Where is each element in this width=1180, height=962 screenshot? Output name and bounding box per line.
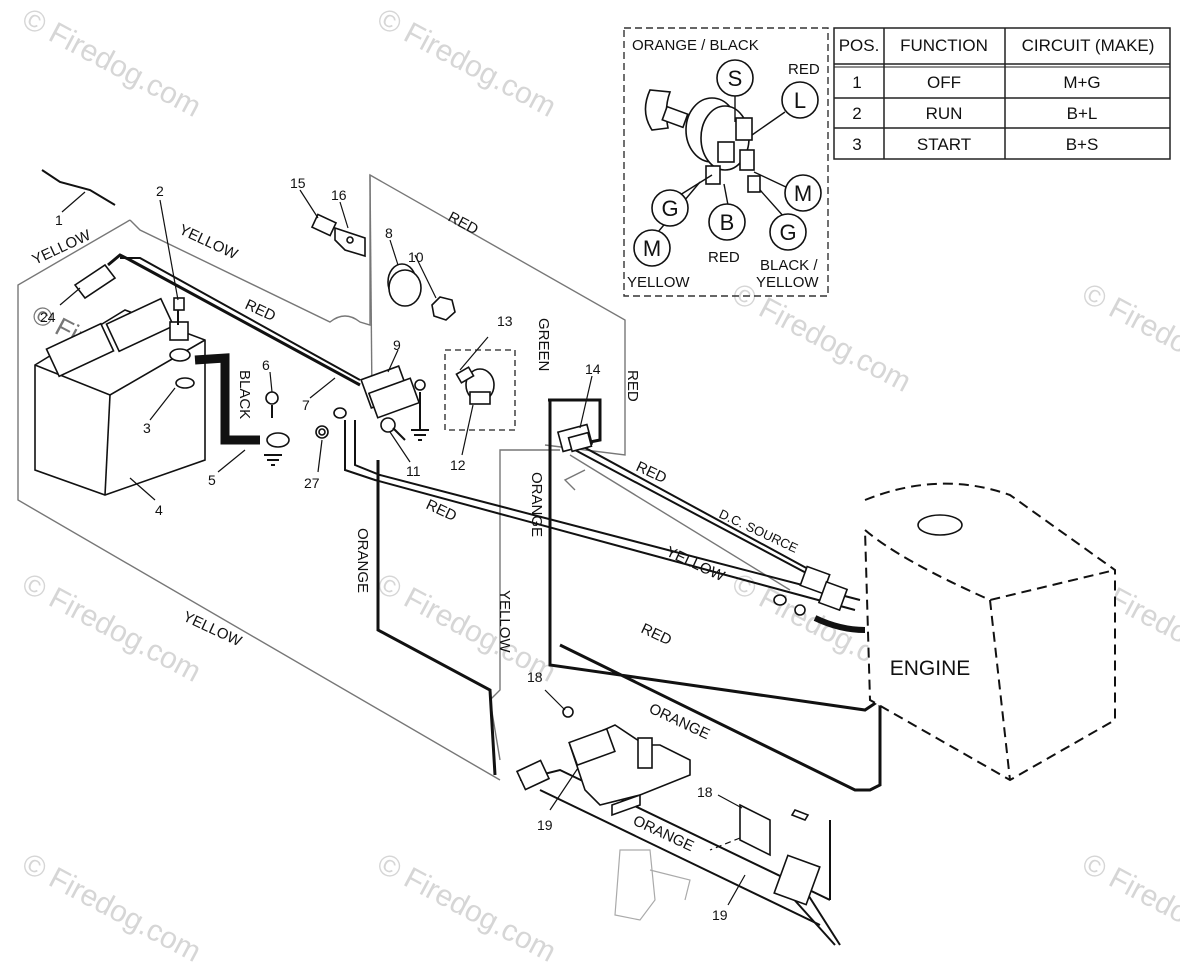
table-cell: B+S	[1066, 135, 1099, 154]
terminal-s: S	[716, 59, 754, 97]
watermark: © Firedog.com	[17, 847, 207, 962]
terminal-m-right: M	[784, 174, 822, 212]
callout-9: 9	[393, 337, 401, 353]
callout-3: 3	[143, 420, 151, 436]
callout-5: 5	[208, 472, 216, 488]
wire-label-yellow: YELLOW	[30, 226, 95, 268]
yellow-label: YELLOW	[627, 274, 690, 291]
wire-label-red: RED	[242, 296, 278, 325]
callout-leaders	[59, 189, 746, 906]
black-yellow-label-1: BLACK /	[760, 257, 818, 274]
brake-switch-icon	[709, 803, 821, 906]
engine-icon: ENGINE	[864, 482, 1116, 782]
red-top-label: RED	[788, 61, 820, 78]
table-cell: OFF	[927, 73, 961, 92]
switch-position-table: POS. FUNCTION CIRCUIT (MAKE) 1 OFF M+G 2…	[833, 27, 1171, 160]
callout-11: 11	[406, 463, 421, 479]
ignition-key-icon	[644, 89, 761, 193]
callout-4: 4	[155, 502, 163, 518]
red-bottom-label: RED	[708, 249, 740, 266]
table-header-pos: POS.	[839, 36, 880, 55]
wire-label-yellow: YELLOW	[180, 608, 245, 650]
watermark: © Firedog.com	[1077, 847, 1180, 962]
watermark: © Firedog.com	[372, 847, 562, 962]
callout-24: 24	[40, 309, 56, 325]
watermark: © Firedog.com	[372, 2, 562, 124]
callout-10: 10	[408, 249, 424, 265]
svg-text:S: S	[728, 66, 743, 91]
callout-numbers: 1 2 3 4 5 6 7 8 9 10 11 12 13 14 15 16 1…	[40, 175, 728, 923]
table-cell: 1	[852, 73, 861, 92]
wire-label-orange: ORANGE	[354, 528, 371, 593]
terminal-b: B	[708, 203, 746, 241]
table-cell: B+L	[1067, 104, 1098, 123]
black-yellow-label-2: YELLOW	[756, 274, 819, 291]
wire-label-black: BLACK	[236, 370, 253, 419]
svg-text:L: L	[794, 88, 806, 113]
callout-14: 14	[585, 361, 601, 377]
callout-19b: 19	[712, 907, 728, 923]
wire-label-green: GREEN	[535, 318, 552, 371]
watermark: © Firedog.com	[1077, 277, 1180, 399]
wire-label-yellow: YELLOW	[176, 221, 241, 263]
watermark: © Firedog.com	[17, 2, 207, 124]
callout-7: 7	[302, 397, 310, 413]
seat-switch-icon	[515, 706, 691, 817]
terminal-m-left: M	[633, 229, 671, 267]
watermark: © Firedog.com	[17, 567, 207, 689]
callout-15: 15	[290, 175, 306, 191]
orange-black-label: ORANGE / BLACK	[632, 37, 759, 54]
terminal-g-right: G	[769, 213, 807, 251]
callout-12: 12	[450, 457, 466, 473]
starter-solenoid-icon	[315, 365, 429, 441]
table-cell: START	[917, 135, 971, 154]
terminal-l: L	[781, 81, 819, 119]
svg-text:G: G	[661, 196, 678, 221]
wire-label-yellow: YELLOW	[663, 543, 728, 585]
wire-label-red: RED	[638, 620, 674, 649]
table-cell: 3	[852, 135, 861, 154]
table-cell: RUN	[926, 104, 963, 123]
callout-2: 2	[156, 183, 164, 199]
battery-icon	[34, 263, 290, 496]
callout-27: 27	[304, 475, 320, 491]
terminal-g-left: G	[651, 189, 689, 227]
callout-18a: 18	[527, 669, 543, 685]
wire-label-orange: ORANGE	[528, 472, 545, 537]
table-header-circuit: CIRCUIT (MAKE)	[1022, 36, 1155, 55]
watermark: © Firedog.com	[727, 277, 917, 399]
table-header-function: FUNCTION	[900, 36, 988, 55]
callout-8: 8	[385, 225, 393, 241]
wire-label-red: RED	[624, 370, 641, 402]
frame-fragment-icon	[614, 849, 691, 921]
callout-18b: 18	[697, 784, 713, 800]
callout-16: 16	[331, 187, 347, 203]
table-cell: M+G	[1063, 73, 1100, 92]
svg-text:M: M	[643, 236, 661, 261]
wire-label-red: RED	[445, 209, 481, 239]
svg-text:B: B	[720, 210, 735, 235]
dc-source-connector-icon	[773, 565, 849, 616]
callout-6: 6	[262, 357, 270, 373]
engine-label: ENGINE	[890, 657, 971, 680]
key-parts-icon	[310, 213, 456, 321]
callout-1: 1	[55, 212, 63, 228]
table-cell: 2	[852, 104, 861, 123]
svg-text:M: M	[794, 181, 812, 206]
wire-label-orange: ORANGE	[646, 700, 712, 743]
ignition-switch-inset: ORANGE / BLACK RED RED YELLOW BLACK / YE…	[623, 27, 829, 297]
callout-19a: 19	[537, 817, 553, 833]
connector-14-icon	[556, 423, 594, 453]
wire-label-yellow: YELLOW	[496, 590, 513, 653]
callout-13: 13	[497, 313, 513, 329]
ignition-switch-icon	[444, 336, 516, 431]
svg-text:G: G	[779, 220, 796, 245]
thin-harness-wires	[17, 173, 791, 781]
main-harness-wires	[41, 169, 882, 946]
